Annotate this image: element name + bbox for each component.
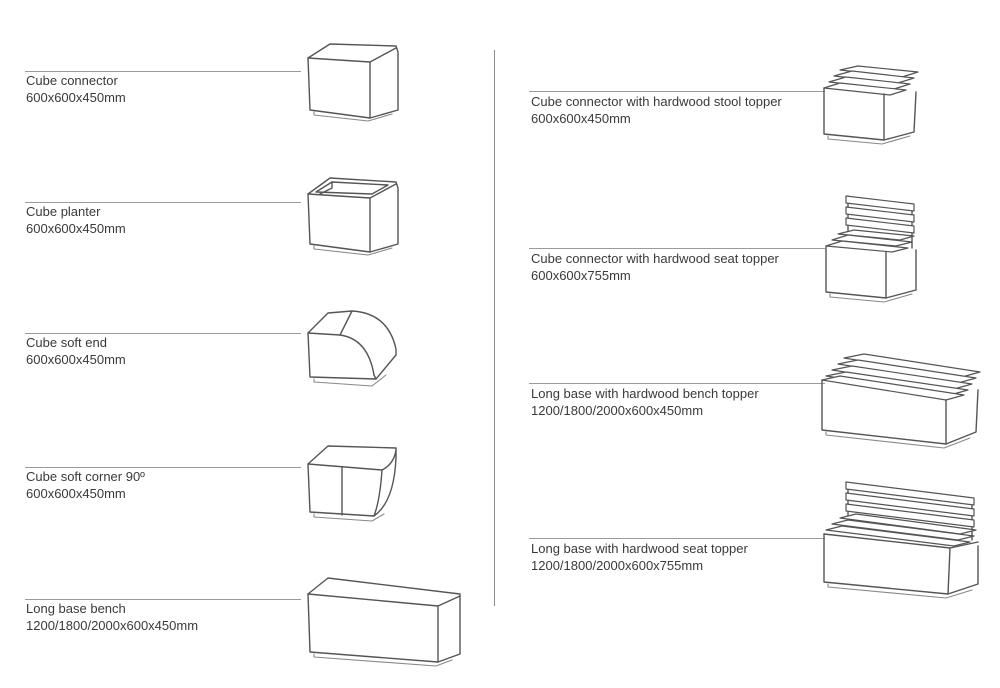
product-label-cube-planter: Cube planter 600x600x450mm (26, 203, 126, 237)
cube-soft-corner-drawing (307, 445, 397, 522)
leader-line (529, 538, 825, 539)
product-label-cube-stool-topper: Cube connector with hardwood stool toppe… (531, 93, 782, 127)
cube-stool-topper-drawing (823, 65, 919, 145)
cube-connector-drawing (307, 43, 399, 122)
product-name: Cube connector (26, 73, 118, 88)
product-dimensions: 600x600x450mm (26, 486, 126, 501)
product-label-long-seat-topper: Long base with hardwood seat topper 1200… (531, 540, 748, 574)
product-label-cube-soft-end: Cube soft end 600x600x450mm (26, 334, 126, 368)
product-label-long-bench-topper: Long base with hardwood bench topper 120… (531, 385, 759, 419)
product-name: Cube connector with hardwood seat topper (531, 251, 779, 266)
product-label-cube-seat-topper: Cube connector with hardwood seat topper… (531, 250, 779, 284)
cube-soft-end-drawing (307, 310, 397, 387)
leader-line (25, 202, 301, 203)
product-dimensions: 600x600x450mm (531, 111, 631, 126)
column-divider (494, 50, 495, 606)
cube-seat-topper-drawing (825, 195, 917, 303)
product-name: Cube planter (26, 204, 101, 219)
long-bench-topper-drawing (821, 353, 981, 449)
product-label-cube-soft-corner: Cube soft corner 90º 600x600x450mm (26, 468, 145, 502)
product-name: Long base with hardwood seat topper (531, 541, 748, 556)
product-dimensions: 600x600x450mm (26, 90, 126, 105)
product-name: Long base bench (26, 601, 126, 616)
product-name: Cube soft end (26, 335, 107, 350)
leader-line (25, 599, 301, 600)
product-dimensions: 600x600x755mm (531, 268, 631, 283)
product-name: Long base with hardwood bench topper (531, 386, 759, 401)
cube-planter-drawing (307, 177, 399, 256)
product-label-long-base-bench: Long base bench 1200/1800/2000x600x450mm (26, 600, 198, 634)
leader-line (529, 248, 825, 249)
product-label-cube-connector: Cube connector 600x600x450mm (26, 72, 126, 106)
leader-line (529, 91, 825, 92)
long-seat-topper-drawing (823, 481, 979, 599)
product-dimensions: 1200/1800/2000x600x755mm (531, 558, 704, 573)
leader-line (25, 333, 301, 334)
product-name: Cube soft corner 90º (26, 469, 145, 484)
leader-line (25, 467, 301, 468)
leader-line (25, 71, 301, 72)
product-dimensions: 1200/1800/2000x600x450mm (26, 618, 199, 633)
product-dimensions: 1200/1800/2000x600x450mm (531, 403, 704, 418)
leader-line (529, 383, 825, 384)
product-name: Cube connector with hardwood stool toppe… (531, 94, 782, 109)
product-dimensions: 600x600x450mm (26, 221, 126, 236)
long-base-bench-drawing (307, 577, 461, 667)
product-dimensions: 600x600x450mm (26, 352, 126, 367)
